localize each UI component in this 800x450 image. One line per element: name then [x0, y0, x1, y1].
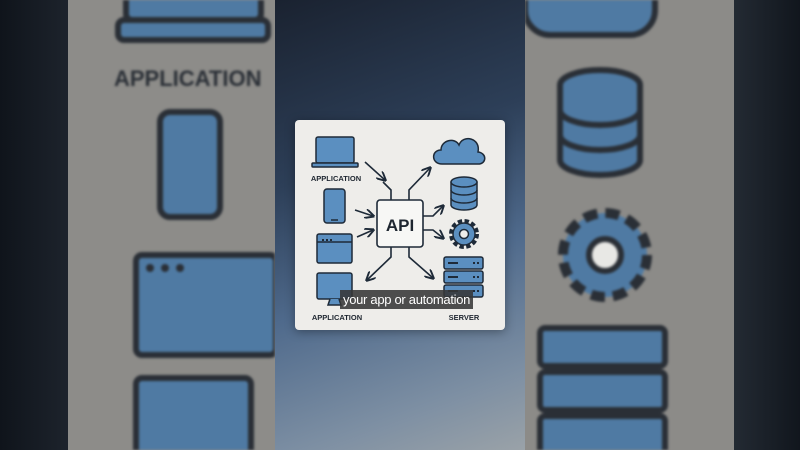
- left-dark-edge: [0, 0, 68, 450]
- video-caption: your app or automation: [340, 290, 474, 309]
- connector-arrows: [354, 161, 443, 280]
- api-label: API: [386, 216, 414, 235]
- browser-window-icon: [316, 233, 353, 264]
- cloud-icon: [432, 137, 486, 165]
- database-icon: [450, 176, 478, 211]
- application-label-top: APPLICATION: [311, 174, 361, 183]
- laptop-icon: [311, 136, 359, 168]
- phone-icon: [323, 188, 346, 224]
- application-label-bottom: APPLICATION: [312, 313, 362, 322]
- blurred-background-right: [525, 0, 735, 450]
- blurred-application-label: APPLICATION: [114, 66, 261, 91]
- right-dark-edge: [734, 0, 800, 450]
- api-box: API: [376, 199, 424, 248]
- server-label: SERVER: [449, 313, 480, 322]
- gear-icon: [449, 219, 479, 249]
- blurred-background-left: APPLICATION: [68, 0, 275, 450]
